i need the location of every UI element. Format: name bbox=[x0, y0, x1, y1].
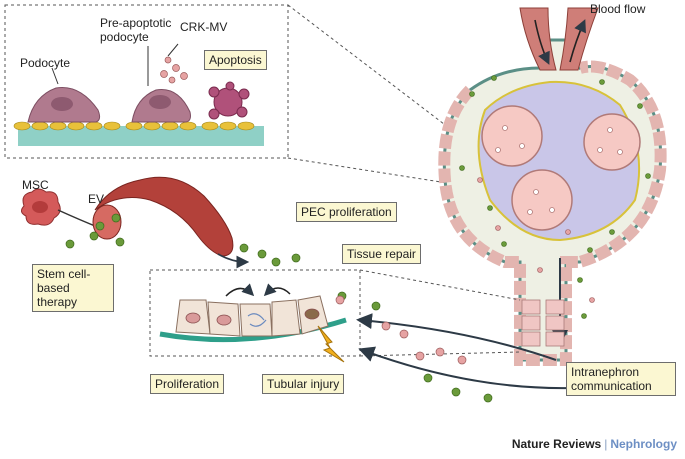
journal-name: Nephrology bbox=[610, 437, 677, 451]
journal-credit: Nature Reviews|Nephrology bbox=[512, 437, 677, 451]
label-blood-flow: Blood flow bbox=[590, 2, 646, 16]
credit-separator: | bbox=[604, 437, 608, 451]
label-podocyte: Podocyte bbox=[20, 56, 71, 70]
label-pec-proliferation: PEC proliferation bbox=[296, 202, 397, 222]
publisher-name: Nature Reviews bbox=[511, 437, 602, 451]
label-msc: MSC bbox=[22, 178, 49, 192]
label-proliferation: Proliferation bbox=[150, 374, 225, 394]
label-apoptosis: Apoptosis bbox=[204, 50, 267, 70]
label-ev: EV bbox=[88, 192, 105, 206]
tubule-inset bbox=[149, 269, 361, 363]
label-tissue-repair: Tissue repair bbox=[342, 244, 421, 264]
podocyte-inset bbox=[4, 4, 289, 159]
glomerulus bbox=[438, 7, 667, 366]
label-tubular-injury: Tubular injury bbox=[262, 374, 345, 394]
label-crk-mv: CRK-MV bbox=[180, 20, 228, 34]
label-intranephron-communication: Intranephron communication bbox=[566, 362, 676, 396]
apoptotic-cell bbox=[208, 81, 250, 120]
injury-bolt-icon bbox=[317, 325, 345, 363]
msc-cell bbox=[20, 188, 61, 226]
label-stem-cell-therapy: Stem cell-based therapy bbox=[32, 264, 114, 312]
label-pre-apoptotic: Pre-apoptotic podocyte bbox=[100, 16, 172, 44]
blood-vessel bbox=[92, 176, 234, 257]
